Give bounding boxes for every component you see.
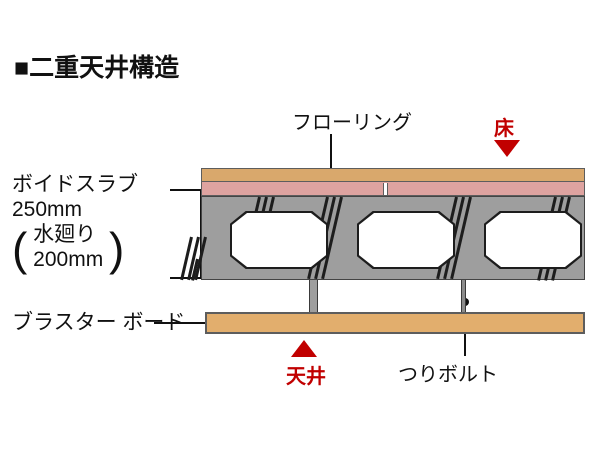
floor-direction-triangle-icon [494, 140, 520, 157]
void-opening [359, 213, 453, 267]
void-opening [232, 213, 326, 267]
plaster-board-label-line2: ボード [122, 311, 186, 334]
plaster-board-label-line1: ブラスター [12, 311, 117, 334]
paren-close: ) [109, 223, 125, 275]
void-opening [486, 213, 580, 267]
plaster-board-leader-line [154, 322, 220, 324]
paren-open: ( [12, 223, 28, 275]
bracket-tick-top [170, 189, 202, 191]
void-slab-label-line1: ボイドスラブ [12, 173, 138, 196]
cushion-layer [201, 182, 585, 196]
hanger-bolt-right [461, 280, 466, 314]
cushion-layer-joint-gap [383, 183, 388, 195]
void-slab-label-paren-line1: 水廻り [33, 223, 97, 246]
void-slab-label-paren-line2: 200mm [33, 248, 104, 271]
page-title: ■二重天井構造 [14, 54, 180, 82]
void-slab-label-line2: 250mm [12, 198, 83, 221]
bracket-tick-bottom [170, 277, 202, 279]
void-slab-label-paren-group: ( 水廻り 200mm ) [12, 222, 138, 272]
plaster-board-label: ブラスター ボード [12, 310, 185, 336]
void-slab-label-paren-inner: 水廻り 200mm [33, 222, 103, 272]
plaster-board [205, 312, 585, 334]
ceiling-marker-label: 天井 [286, 366, 326, 388]
concrete-slab-layer [180, 196, 585, 281]
floor-marker-label: 床 [494, 118, 514, 140]
flooring-leader-line [330, 134, 332, 176]
hanger-bolt-label: つりボルト [398, 364, 498, 386]
flooring-layer [201, 168, 585, 182]
ceiling-direction-triangle-icon [291, 340, 317, 357]
void-slab-assembly [180, 168, 585, 281]
void-slab-label: ボイドスラブ 250mm ( 水廻り 200mm ) [12, 172, 138, 272]
hanger-bolt-left [309, 280, 318, 314]
flooring-label: フローリング [292, 112, 412, 134]
